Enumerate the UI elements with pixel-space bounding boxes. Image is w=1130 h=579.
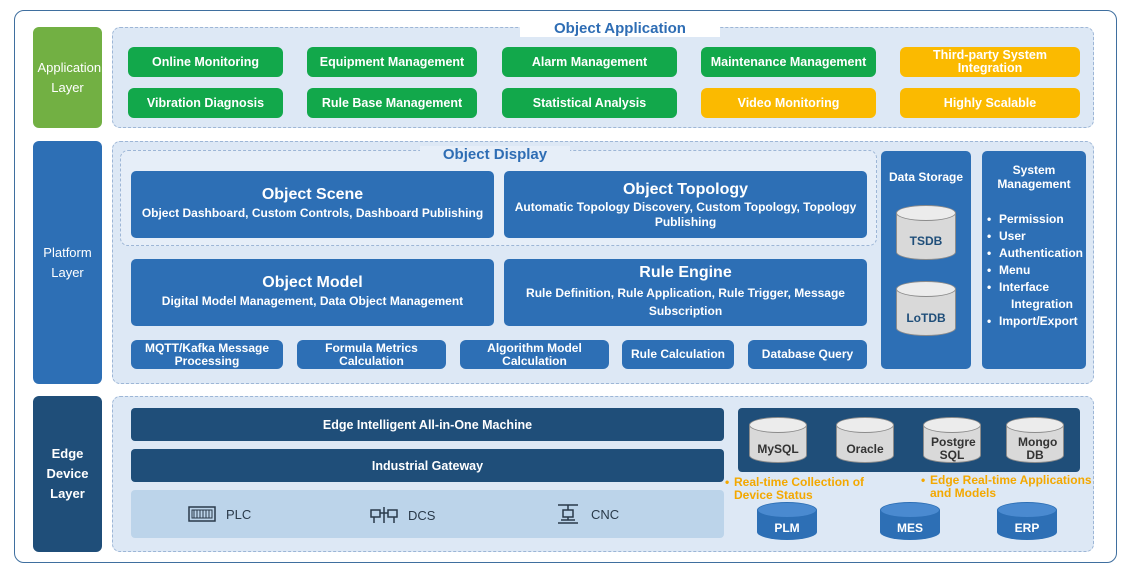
lotdb-label: LoTDB: [906, 311, 946, 325]
erp-label: ERP: [1014, 521, 1040, 535]
platform-layer-text: Platform Layer: [43, 244, 92, 280]
oracle-cylinder: Oracle: [836, 417, 894, 463]
rule-engine-subtitle: Rule Definition, Rule Application, Rule …: [526, 286, 845, 318]
maintenance-management-pill: Maintenance Management: [701, 47, 876, 77]
mes-label: MES: [896, 521, 923, 535]
highly-scalable-pill: Highly Scalable: [900, 88, 1080, 118]
realtime-collection-text: Real-time Collection of Device Status: [734, 475, 865, 502]
equipment-management-pill: Equipment Management: [307, 47, 477, 77]
plc-label: PLC: [226, 506, 252, 522]
integration-item: Integration: [1011, 297, 1073, 311]
postgresql-label: Postgre SQL: [931, 435, 976, 462]
plc-device: PLC: [188, 504, 251, 524]
lotdb-cylinder: LoTDB: [896, 281, 956, 336]
object-display-title: Object Display: [420, 146, 570, 163]
tsdb-cylinder: TSDB: [896, 205, 956, 260]
system-management-title: System Management: [997, 163, 1071, 191]
cnc-icon: [558, 504, 578, 524]
object-topology-title: Object Topology: [622, 181, 749, 198]
object-model-box: Object Model Digital Model Management, D…: [131, 259, 494, 326]
object-scene-title: Object Scene: [261, 186, 364, 203]
mongodb-label: Mongo DB: [1018, 435, 1058, 462]
plm-label: PLM: [774, 521, 800, 535]
oracle-label: Oracle: [846, 442, 884, 456]
object-topology-subtitle: Automatic Topology Discovery, Custom Top…: [514, 200, 857, 229]
note-bullet: •: [725, 475, 730, 489]
system-management-list: Permission User Authentication Menu Inte…: [985, 211, 1095, 330]
platform-layer-label: Platform Layer: [33, 141, 102, 384]
interface-item: Interface: [985, 279, 1095, 296]
postgresql-cylinder: Postgre SQL: [923, 417, 981, 463]
rule-calculation-button: Rule Calculation: [622, 340, 734, 369]
object-model-subtitle: Digital Model Management, Data Object Ma…: [161, 294, 464, 308]
import-export-item: Import/Export: [985, 313, 1095, 330]
third-party-integration-pill: Third-party System Integration: [900, 47, 1080, 77]
realtime-collection-note: • Real-time Collection of Device Status: [725, 475, 884, 502]
edge-applications-text: Edge Real-time Applications and Models: [930, 473, 1092, 500]
mysql-label: MySQL: [757, 442, 799, 456]
data-storage-title: Data Storage: [888, 170, 964, 184]
erp-cylinder: ERP: [997, 502, 1057, 540]
statistical-analysis-pill: Statistical Analysis: [502, 88, 677, 118]
formula-metrics-button: Formula Metrics Calculation: [297, 340, 446, 369]
mqtt-kafka-button: MQTT/Kafka Message Processing: [131, 340, 283, 369]
application-layer-text: Application Layer: [37, 59, 102, 95]
plc-icon: [188, 506, 216, 522]
object-scene-subtitle: Object Dashboard, Custom Controls, Dashb…: [141, 206, 484, 220]
edge-applications-note: • Edge Real-time Applications and Models: [921, 473, 1094, 500]
dcs-icon: [370, 507, 398, 523]
mes-cylinder: MES: [880, 502, 940, 540]
note-bullet: •: [921, 473, 926, 487]
tsdb-label: TSDB: [909, 234, 943, 248]
mongodb-cylinder: Mongo DB: [1006, 417, 1064, 463]
cnc-device: CNC: [555, 502, 619, 526]
vibration-diagnosis-pill: Vibration Diagnosis: [128, 88, 283, 118]
cnc-label: CNC: [591, 506, 620, 522]
edge-layer-label: Edge Device Layer: [33, 396, 102, 552]
object-model-title: Object Model: [262, 274, 363, 291]
authentication-item: Authentication: [985, 245, 1095, 262]
dcs-device: DCS: [370, 504, 435, 526]
mysql-cylinder: MySQL: [749, 417, 807, 463]
rule-engine-box: Rule Engine Rule Definition, Rule Applic…: [504, 259, 867, 326]
menu-item: Menu: [985, 262, 1095, 279]
object-application-title: Object Application: [520, 20, 720, 37]
plm-cylinder: PLM: [757, 502, 817, 540]
data-storage-panel: Data Storage: [881, 151, 971, 369]
devices-box: [131, 490, 724, 538]
video-monitoring-pill: Video Monitoring: [701, 88, 876, 118]
online-monitoring-pill: Online Monitoring: [128, 47, 283, 77]
user-item: User: [985, 228, 1095, 245]
edge-machine-bar: Edge Intelligent All-in-One Machine: [131, 408, 724, 441]
application-layer-label: Application Layer: [33, 27, 102, 128]
rule-base-management-pill: Rule Base Management: [307, 88, 477, 118]
object-topology-box: Object Topology Automatic Topology Disco…: [504, 171, 867, 238]
permission-item: Permission: [985, 211, 1095, 228]
industrial-gateway-bar: Industrial Gateway: [131, 449, 724, 482]
dcs-label: DCS: [408, 507, 436, 523]
database-query-button: Database Query: [748, 340, 867, 369]
algorithm-model-button: Algorithm Model Calculation: [460, 340, 609, 369]
object-scene-box: Object Scene Object Dashboard, Custom Co…: [131, 171, 494, 238]
alarm-management-pill: Alarm Management: [502, 47, 677, 77]
edge-layer-text: Edge Device Layer: [46, 446, 89, 501]
rule-engine-title: Rule Engine: [639, 264, 732, 281]
